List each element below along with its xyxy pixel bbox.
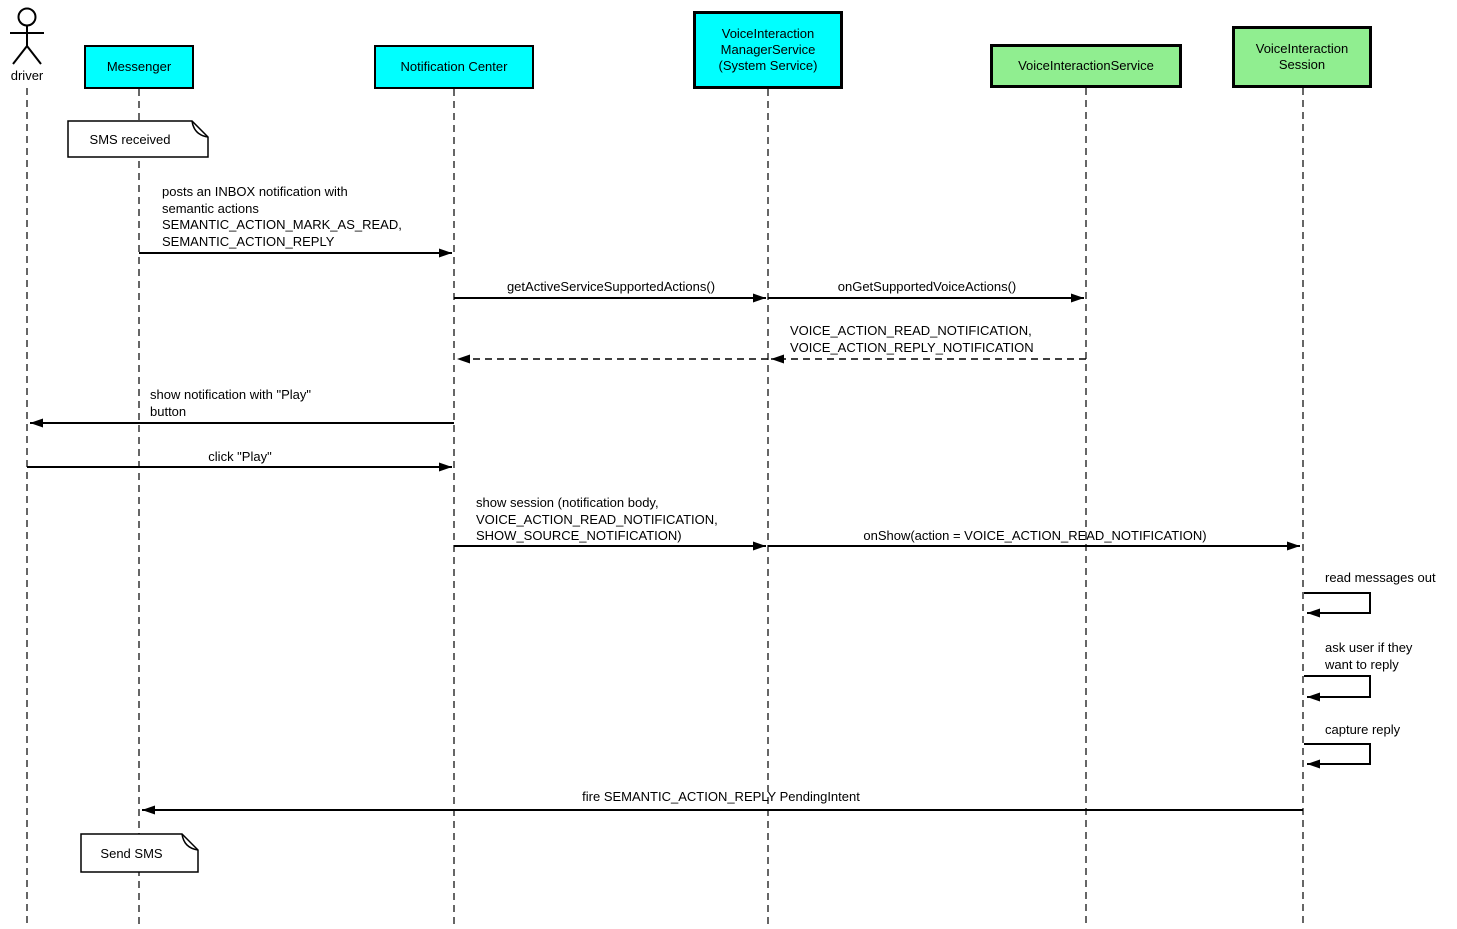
message-on-get-supported-voice-actions: onGetSupportedVoiceActions() xyxy=(837,279,1017,294)
lifelines xyxy=(26,88,1304,925)
actor-label-driver: driver xyxy=(10,68,44,83)
self-arrow-read-messages-out xyxy=(1304,592,1371,618)
note-fold-icon xyxy=(181,833,199,851)
participant-voiceinteraction-session: VoiceInteraction Session xyxy=(1232,26,1372,88)
participant-notification-center: Notification Center xyxy=(374,45,534,89)
note-shape-send-sms xyxy=(80,833,199,873)
note-shape-sms-received xyxy=(67,120,209,158)
participant-voiceinteraction-service: VoiceInteractionService xyxy=(990,44,1182,88)
self-arrow-capture-reply xyxy=(1304,743,1371,769)
note-fold-icon xyxy=(191,120,209,138)
message-posts-inbox-notification: posts an INBOX notification with semanti… xyxy=(162,184,402,249)
message-show-notification-play: show notification with "Play" button xyxy=(150,387,311,419)
message-get-active-service-supported-actions: getActiveServiceSupportedActions() xyxy=(506,279,716,294)
note-send-sms: Send SMS xyxy=(100,845,163,861)
message-read-messages-out: read messages out xyxy=(1325,570,1436,585)
message-show-session: show session (notification body, VOICE_A… xyxy=(476,495,718,543)
note-sms-received: SMS received xyxy=(89,131,171,147)
message-capture-reply: capture reply xyxy=(1325,722,1401,737)
message-fire-pending-intent: fire SEMANTIC_ACTION_REPLY PendingIntent xyxy=(582,789,860,804)
message-ask-user-reply: ask user if they want to reply xyxy=(1325,640,1413,672)
actor-icon xyxy=(10,7,44,65)
message-click-play: click "Play" xyxy=(208,449,272,464)
message-on-show: onShow(action = VOICE_ACTION_READ_NOTIFI… xyxy=(863,528,1207,543)
participant-messenger: Messenger xyxy=(84,45,194,89)
self-arrow-ask-user-reply xyxy=(1304,675,1371,702)
participant-voiceinteraction-manager-service: VoiceInteraction ManagerService (System … xyxy=(693,11,843,89)
message-supported-actions-return: VOICE_ACTION_READ_NOTIFICATION, VOICE_AC… xyxy=(790,323,1034,355)
